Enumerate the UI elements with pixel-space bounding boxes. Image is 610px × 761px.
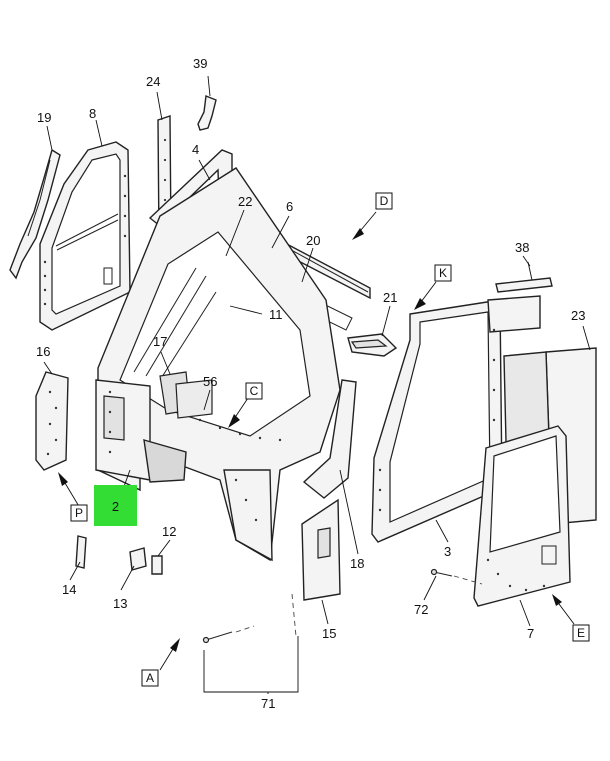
- callout-15: 15: [322, 626, 336, 641]
- callout-labels: 39 24 19 8 4 22 6 20 38 21 11 23 16 17 5…: [36, 56, 585, 711]
- part-13-bracket: [129, 547, 147, 571]
- callout-3: 3: [444, 544, 451, 559]
- view-label-A: A: [146, 671, 154, 685]
- part-3-door-opening: [371, 295, 541, 543]
- highlighted-part-label: 2: [112, 499, 119, 514]
- view-label-D: D: [380, 194, 389, 208]
- part-72-screw: [430, 568, 483, 585]
- callout-24: 24: [146, 74, 160, 89]
- callout-8: 8: [89, 106, 96, 121]
- callout-12: 12: [162, 524, 176, 539]
- part-19-pillar-strip: [9, 148, 61, 280]
- view-arrows: [58, 211, 575, 671]
- callout-71: 71: [261, 696, 275, 711]
- view-box-E: E: [572, 624, 590, 642]
- view-label-K: K: [439, 266, 447, 280]
- view-label-E: E: [577, 626, 585, 640]
- part-14-bracket: [75, 535, 87, 569]
- callout-11: 11: [269, 307, 283, 322]
- callout-19: 19: [37, 110, 51, 125]
- view-box-A: A: [141, 669, 159, 687]
- view-box-C: C: [245, 382, 263, 400]
- callout-56: 56: [203, 374, 217, 389]
- part-71-fastener: [202, 593, 299, 693]
- part-7-right-door: [473, 425, 571, 607]
- part-16-side-panel: [35, 371, 69, 471]
- callout-39: 39: [193, 56, 207, 71]
- callout-22: 22: [238, 194, 252, 209]
- view-label-P: P: [75, 506, 83, 520]
- callout-6: 6: [286, 199, 293, 214]
- leader-lines: [43, 75, 591, 694]
- callout-17: 17: [153, 334, 167, 349]
- view-box-K: K: [434, 264, 452, 282]
- callout-18: 18: [350, 556, 364, 571]
- part-8-door-frame: [39, 141, 131, 331]
- callout-20: 20: [306, 233, 320, 248]
- callout-16: 16: [36, 344, 50, 359]
- callout-72: 72: [414, 602, 428, 617]
- callout-7: 7: [527, 626, 534, 641]
- callout-21: 21: [383, 290, 397, 305]
- part-12-bracket: [151, 555, 163, 575]
- part-39-bracket: [197, 95, 217, 131]
- view-box-P: P: [70, 504, 88, 522]
- part-38-strip: [495, 261, 553, 293]
- part-21-corner-cap: [347, 333, 398, 357]
- callout-13: 13: [113, 596, 127, 611]
- part-15-lower-panel: [301, 498, 341, 601]
- callout-4: 4: [192, 142, 199, 157]
- callout-14: 14: [62, 582, 76, 597]
- view-box-D: D: [375, 192, 393, 210]
- highlighted-part-2[interactable]: 2: [94, 485, 137, 526]
- part-18-pillar-trim: [302, 379, 357, 499]
- callout-38: 38: [515, 240, 529, 255]
- view-label-C: C: [250, 384, 259, 398]
- callout-23: 23: [571, 308, 585, 323]
